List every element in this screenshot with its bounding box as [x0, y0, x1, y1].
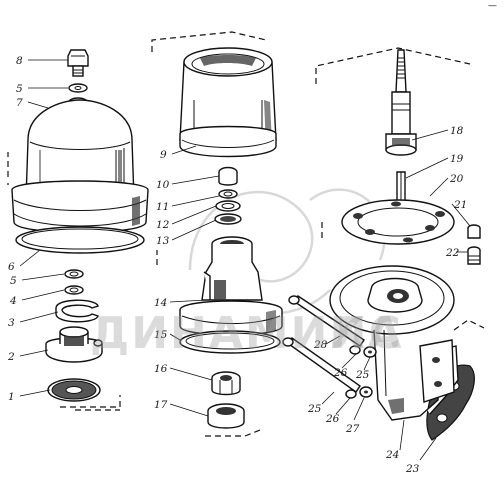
label-23: 23	[405, 463, 420, 475]
part-12-seal	[215, 200, 241, 212]
label-17: 17	[154, 399, 168, 411]
part-1-filter-disk	[47, 378, 101, 402]
watermark-text: ДИНАМИКА	[90, 308, 404, 359]
center-bracket-bottom	[205, 429, 261, 437]
part-2-fitting	[45, 326, 103, 363]
label-11: 11	[156, 201, 169, 213]
label-22: 22	[445, 247, 460, 259]
part-20-plate	[341, 199, 455, 245]
part-16-nut	[211, 371, 241, 396]
label-1: 1	[8, 391, 15, 403]
label-16: 16	[154, 363, 168, 375]
part-22-plug	[467, 246, 481, 265]
label-3: 3	[8, 317, 15, 329]
label-20: 20	[449, 173, 464, 185]
watermark-suffix: ЛС	[330, 308, 403, 359]
label-4: 4	[9, 295, 17, 307]
label-13: 13	[156, 235, 170, 247]
label-2: 2	[7, 351, 15, 363]
part-3-snap-ring	[55, 299, 99, 323]
label-27: 25	[307, 403, 322, 415]
label-5-top: 5	[16, 83, 23, 95]
center-bracket-top	[151, 31, 267, 52]
label-25-b: 27	[345, 423, 360, 435]
leader-lines	[19, 59, 471, 461]
part-5-washer-lower	[64, 269, 84, 279]
part-26-washer-b	[345, 389, 357, 399]
label-8: 8	[16, 55, 23, 67]
label-10: 10	[156, 179, 170, 191]
part-8-bolt	[67, 49, 89, 77]
part-6-gasket	[15, 226, 145, 254]
part-28-bolt	[288, 295, 365, 347]
label-28: 28	[313, 339, 328, 351]
label-26-b: 26	[325, 413, 340, 425]
label-19: 19	[450, 153, 464, 165]
part-21-fitting	[467, 224, 481, 239]
right-bracket-right	[453, 319, 485, 331]
part-24-base	[329, 265, 459, 421]
part-14-rotor	[179, 236, 283, 336]
part-5-washer-top	[68, 83, 88, 93]
right-bracket-top	[315, 47, 471, 84]
label-6: 6	[8, 261, 15, 273]
part-7-filter-cap	[11, 99, 149, 234]
label-24: 24	[385, 449, 399, 461]
label-25-a: 25	[355, 369, 370, 381]
part-11-washer	[218, 189, 238, 199]
label-26-a: 26	[333, 367, 348, 379]
label-21: 21	[453, 199, 467, 211]
label-7: 7	[16, 97, 23, 109]
label-18: 18	[450, 125, 464, 137]
label-9: 9	[160, 149, 167, 161]
part-18-shaft	[385, 49, 417, 156]
label-12: 12	[156, 219, 170, 231]
part-26-washer-a	[349, 345, 361, 355]
label-14: 14	[154, 297, 167, 309]
part-9-housing	[179, 47, 277, 158]
label-15: 15	[154, 329, 168, 341]
part-4-washer	[64, 285, 84, 295]
part-17-cup	[207, 403, 245, 429]
corner-mark: —	[488, 1, 497, 11]
left-bracket	[7, 152, 121, 408]
label-5-lower: 5	[10, 275, 17, 287]
part-27-bolt	[282, 337, 361, 393]
